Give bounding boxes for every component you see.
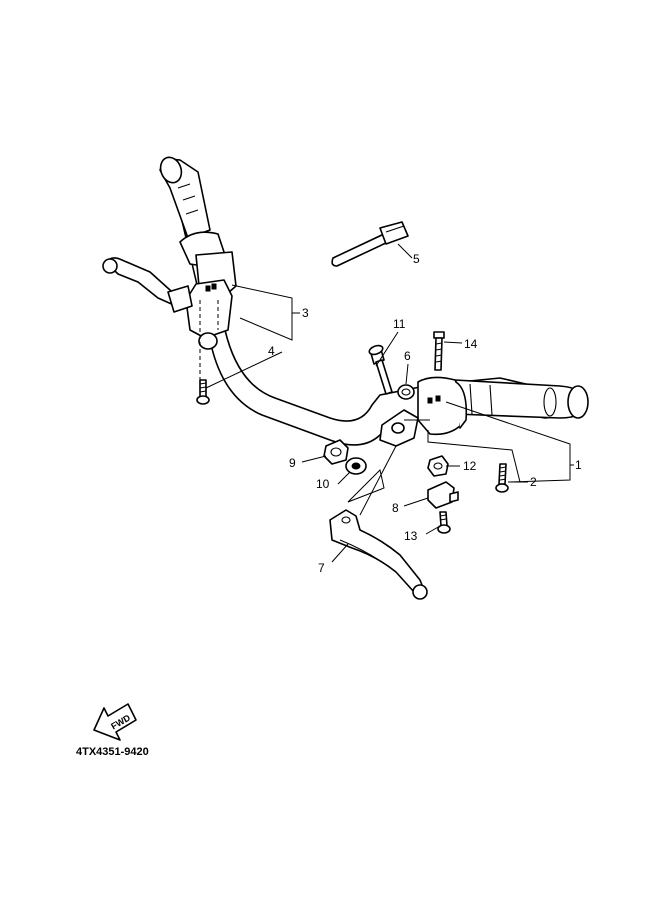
part-6-collar	[397, 384, 415, 400]
part-7-lever	[329, 509, 428, 600]
callout-5: 5	[413, 252, 420, 266]
part-2-screw	[495, 463, 509, 493]
callout-10: 10	[316, 477, 330, 491]
callout-3: 3	[302, 306, 309, 320]
callout-8: 8	[392, 501, 399, 515]
callout-11: 11	[393, 317, 406, 331]
right-lever-holder-assembly	[379, 376, 468, 447]
callout-9: 9	[289, 456, 296, 470]
callout-12: 12	[463, 459, 477, 473]
handlebar	[159, 156, 589, 446]
part-5-band	[331, 221, 409, 267]
callout-14: 14	[464, 337, 478, 351]
part-14-bolt	[433, 331, 445, 371]
callout-4: 4	[268, 344, 275, 358]
part-9-nut	[323, 439, 349, 465]
callout-2: 2	[530, 475, 537, 489]
diagram-code: 4TX4351-9420	[76, 746, 149, 758]
part-4-screw	[196, 379, 210, 405]
callout-6: 6	[404, 349, 411, 363]
fwd-arrow-icon: FWD	[93, 703, 137, 741]
callout-13: 13	[404, 529, 418, 543]
left-lever-holder-assembly	[102, 231, 237, 380]
callout-labels: 1 2 3 4 5 6 7 8 9 10 11 12 13 14	[268, 252, 582, 575]
part-10-washer	[345, 457, 367, 475]
part-8-switch	[427, 481, 459, 509]
leader-lines	[205, 243, 574, 563]
callout-7: 7	[318, 561, 325, 575]
part-11-bolt	[368, 344, 393, 395]
part-12-nut	[427, 455, 449, 477]
part-13-screw	[437, 511, 451, 534]
callout-1: 1	[575, 458, 582, 472]
